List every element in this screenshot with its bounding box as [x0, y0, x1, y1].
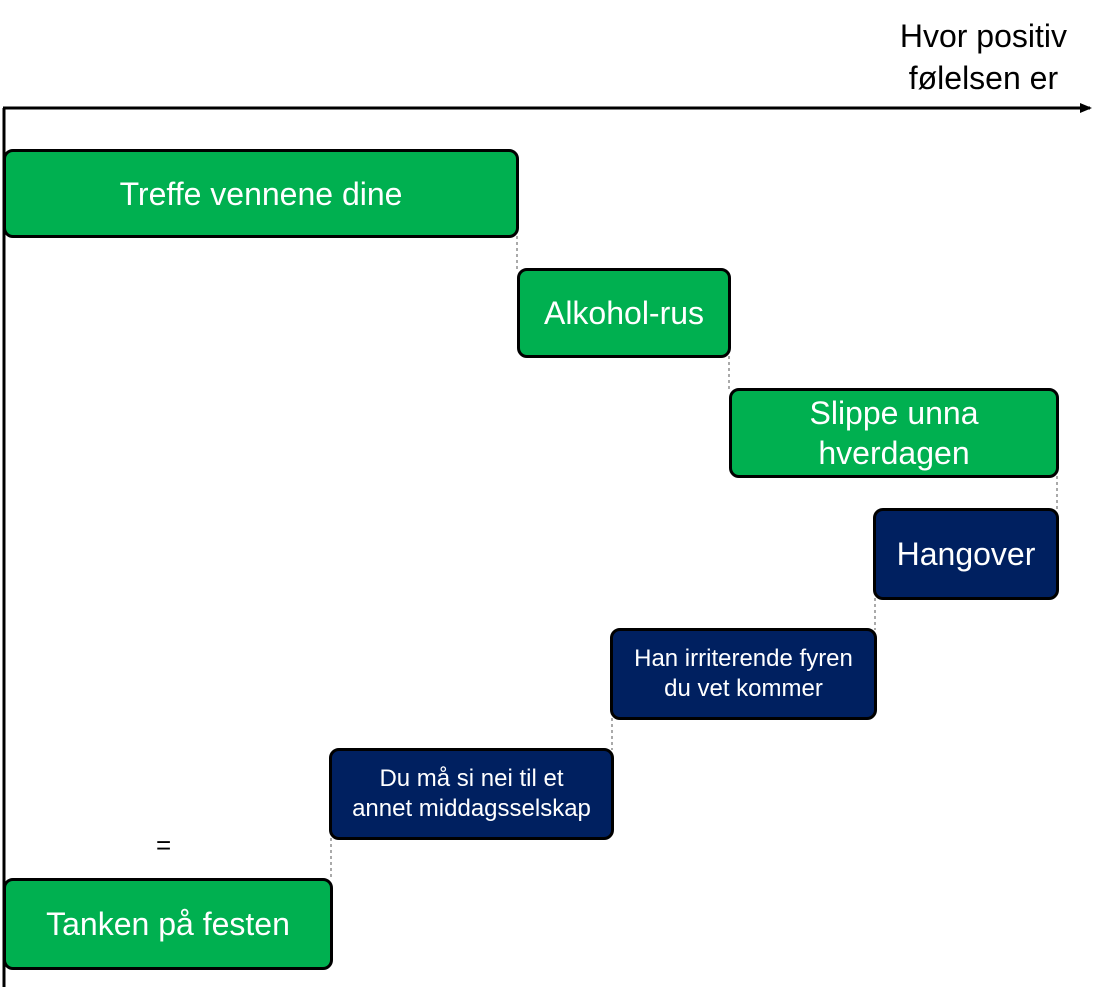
step-slippe-unna: Slippe unna hverdagen — [729, 388, 1059, 478]
step-label-line: Du må si nei til et — [379, 765, 564, 792]
step-label-line: Han irriterende fyren — [634, 645, 853, 672]
step-si-nei: Du må si nei til et annet middagsselskap — [329, 748, 614, 840]
step-label-line: Slippe unna — [809, 395, 979, 431]
step-label: Treffe vennene dine — [119, 175, 403, 212]
x-axis-label-line: Hvor positiv — [899, 18, 1067, 54]
x-axis-label-line: følelsen er — [908, 59, 1059, 96]
step-alkohol-rus: Alkohol-rus — [517, 268, 731, 358]
step-label: Alkohol-rus — [543, 295, 705, 331]
x-axis-label: Hvor positiv følelsen er — [900, 16, 1067, 99]
step-label-line: annet middagsselskap — [352, 795, 591, 822]
step-label-line: du vet kommer — [664, 675, 823, 702]
step-label-line: hverdagen — [818, 435, 970, 471]
step-label: Tanken på festen — [46, 906, 290, 942]
step-tanken-pa-festen: Tanken på festen — [3, 878, 333, 970]
step-irriterende-fyren: Han irriterende fyren du vet kommer — [610, 628, 877, 720]
step-hangover: Hangover — [873, 508, 1059, 600]
step-treffe-vennene: Treffe vennene dine — [3, 149, 519, 238]
step-label: Hangover — [896, 536, 1036, 572]
equals-sign: = — [156, 830, 172, 860]
